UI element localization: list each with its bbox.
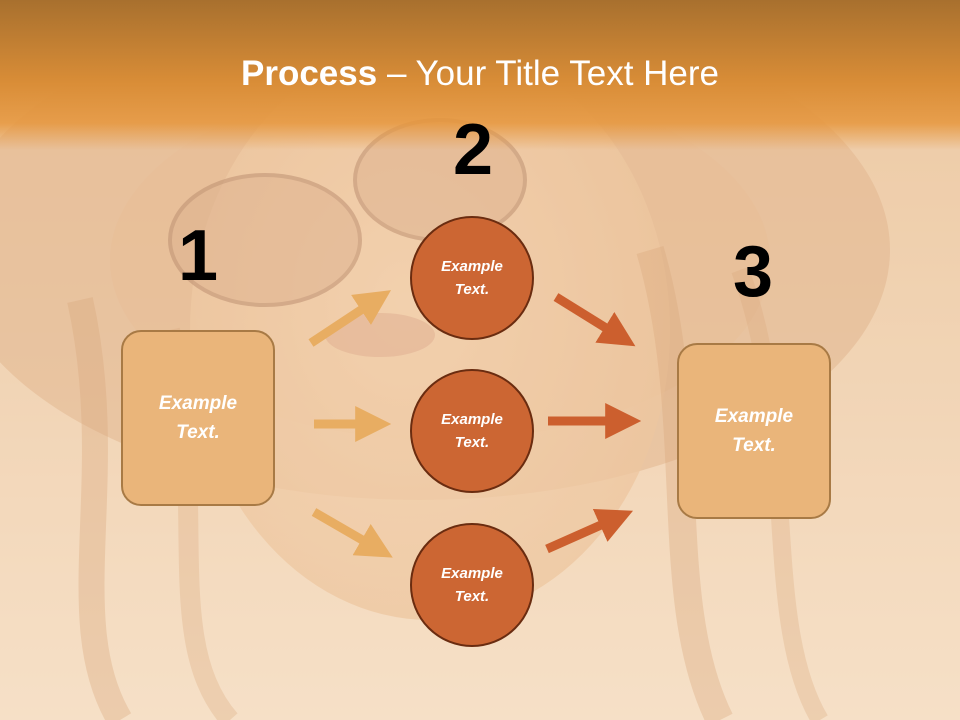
- circle-bottom-text: Example Text.: [441, 565, 503, 605]
- slide-title: Process – Your Title Text Here: [0, 52, 960, 96]
- circle-top-text: Example Text.: [441, 258, 503, 298]
- arrow-left-to-top: [308, 290, 392, 347]
- right-box-text: Example Text.: [714, 406, 794, 456]
- circle-middle-text: Example Text.: [441, 411, 503, 451]
- title-rest: – Your Title Text Here: [377, 54, 719, 93]
- circle-bottom: Example Text.: [410, 523, 534, 647]
- circle-middle: Example Text.: [410, 369, 534, 493]
- step-number-2: 2: [452, 110, 494, 190]
- step-number-1: 1: [177, 216, 219, 296]
- left-box: Example Text.: [121, 330, 275, 506]
- arrow-bottom-to-right: [545, 508, 634, 554]
- right-box: Example Text.: [677, 343, 831, 519]
- title-band: [0, 0, 960, 150]
- circle-top: Example Text.: [410, 216, 534, 340]
- step-number-3: 3: [732, 232, 774, 312]
- left-box-text: Example Text.: [158, 393, 238, 443]
- title-bold: Process: [241, 54, 378, 93]
- arrow-top-to-right: [553, 293, 636, 347]
- arrow-left-to-bottom: [311, 508, 393, 558]
